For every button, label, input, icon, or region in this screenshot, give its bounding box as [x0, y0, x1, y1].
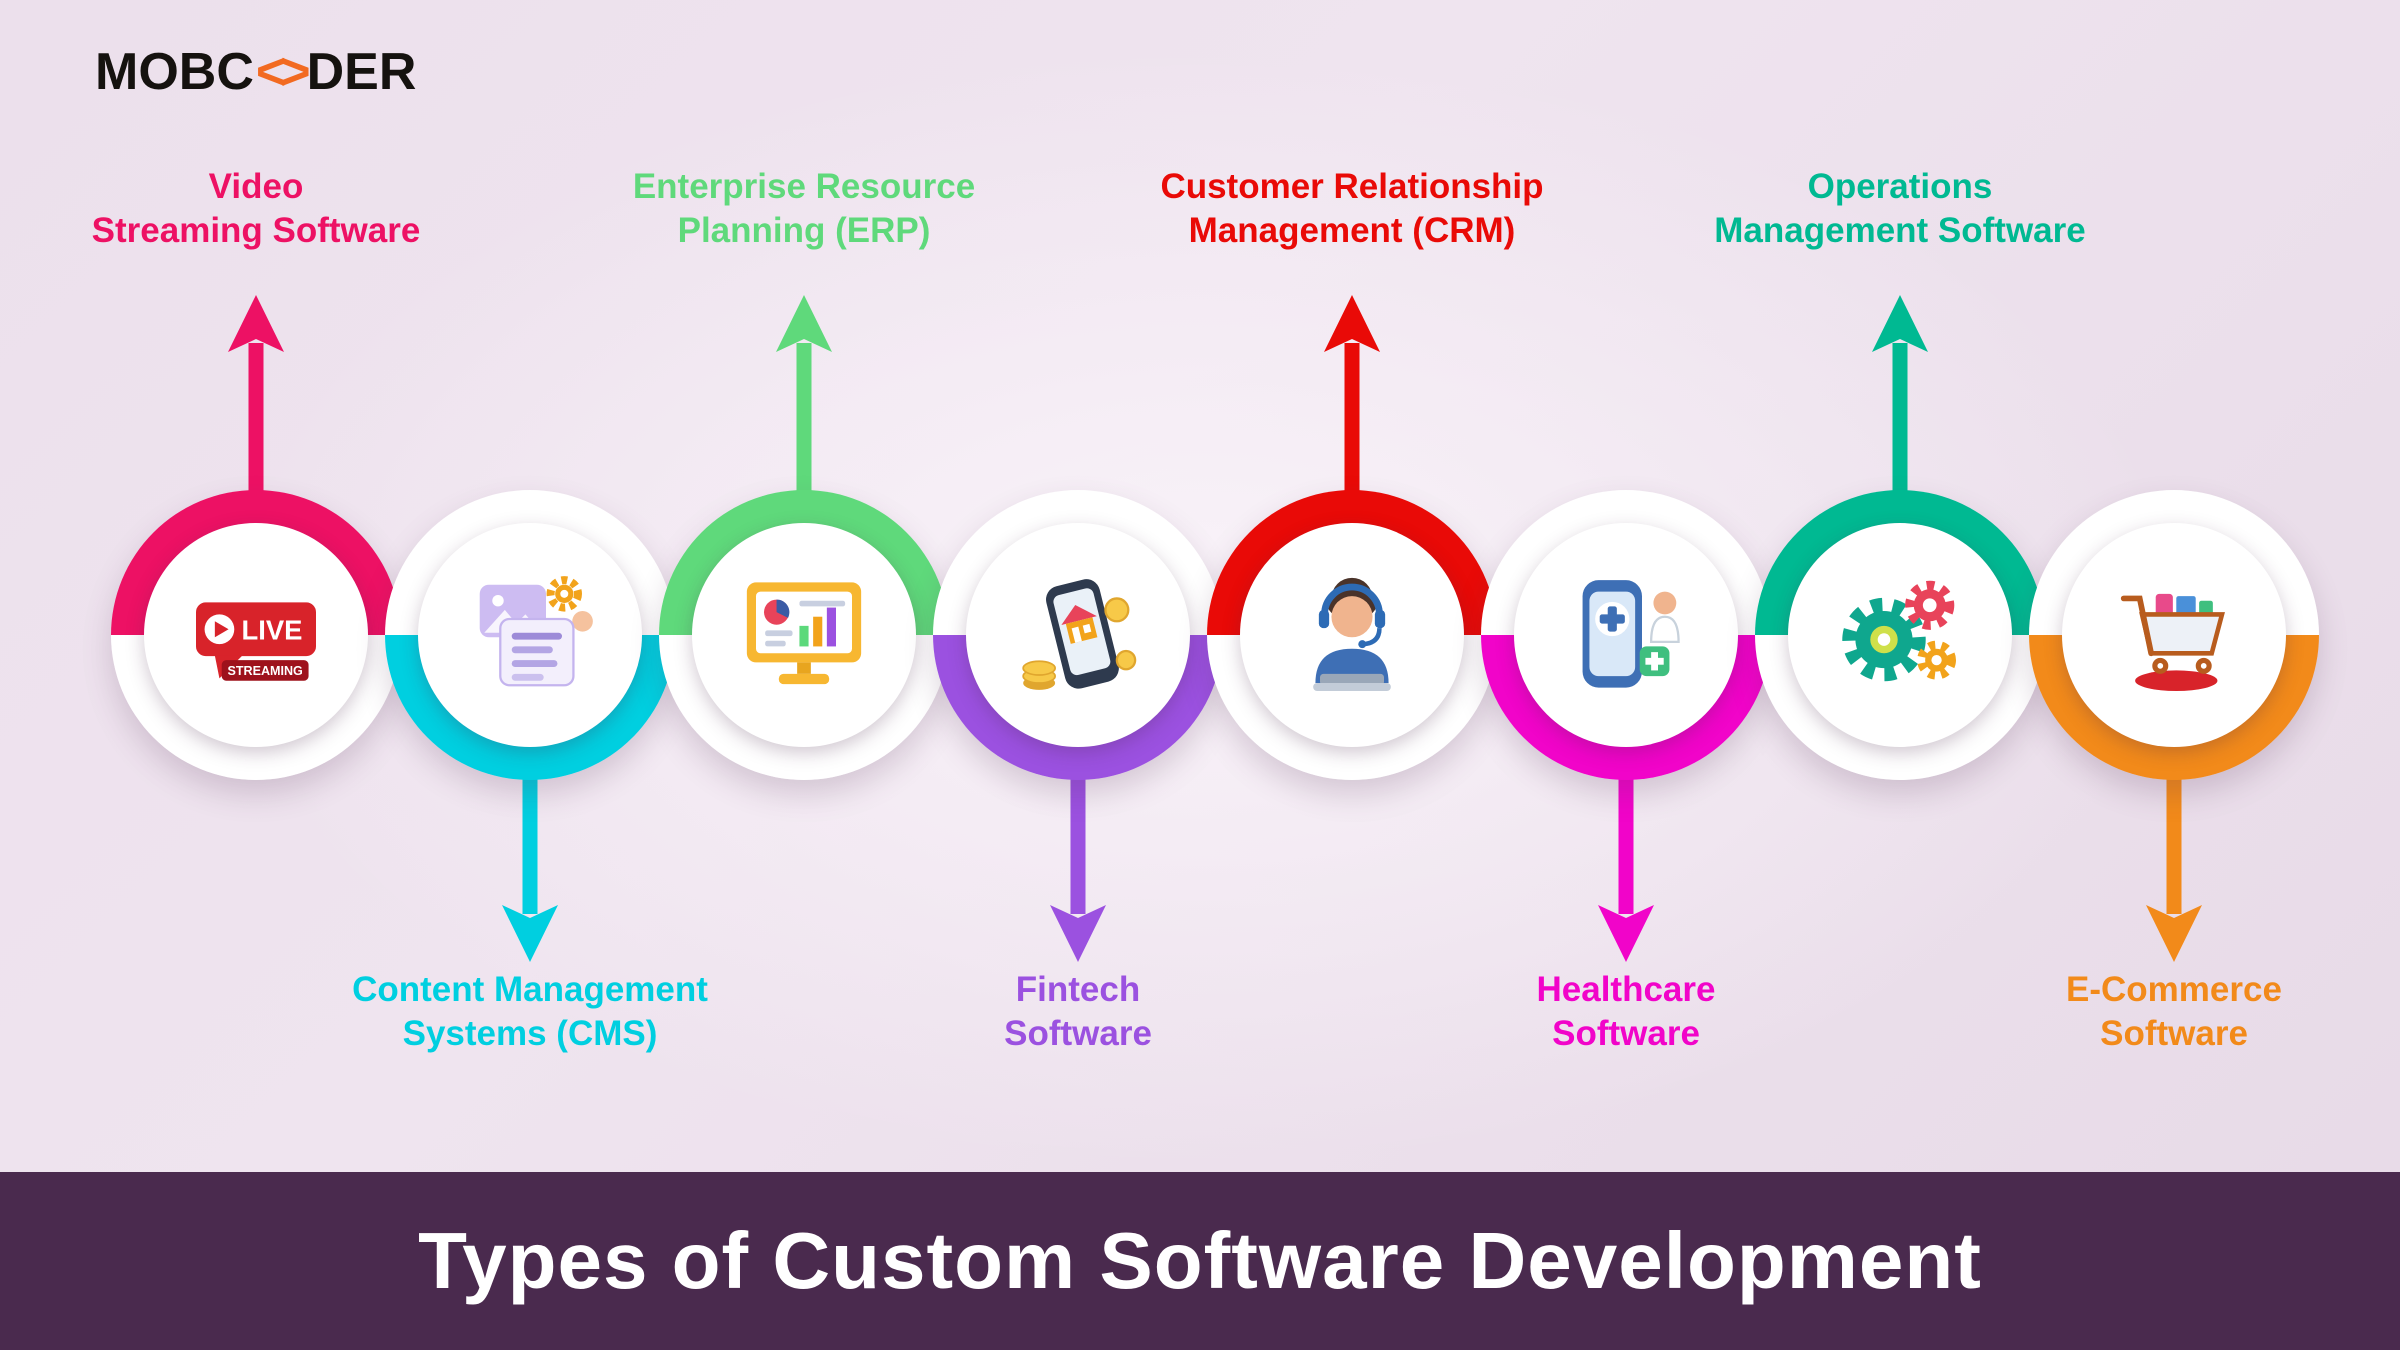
up-arrow-icon: [228, 295, 284, 505]
item-icon-wrap: [966, 523, 1190, 747]
svg-text:STREAMING: STREAMING: [227, 664, 302, 678]
crm-support-agent-icon: [1313, 577, 1391, 691]
fintech-phone-coins-icon: [1022, 579, 1137, 690]
item-icon-wrap: [1240, 523, 1464, 747]
code-brackets-icon: <>: [255, 43, 311, 101]
logo-text-right: DER: [306, 43, 417, 101]
item-ring: [1481, 490, 1771, 780]
item-ring: LIVE STREAMING: [111, 490, 401, 780]
item-icon-wrap: [2062, 523, 2286, 747]
cms-document-icon: [479, 576, 593, 687]
item-ring: [659, 490, 949, 780]
down-arrow-icon: [502, 772, 558, 962]
svg-text:LIVE: LIVE: [242, 615, 303, 646]
item-ring: [1755, 490, 2045, 780]
live-streaming-icon: LIVE STREAMING: [192, 598, 320, 681]
item-icon-wrap: [1788, 523, 2012, 747]
up-arrow-icon: [1872, 295, 1928, 505]
page-title: Types of Custom Software Development: [418, 1216, 1982, 1305]
logo-text-left: MOBC: [95, 43, 254, 101]
healthcare-app-icon: [1582, 580, 1680, 688]
item-ring: [933, 490, 1223, 780]
mobcoder-logo: MOBC<>DER: [95, 42, 416, 102]
item-icon-wrap: [418, 523, 642, 747]
item-icon-wrap: [692, 523, 916, 747]
down-arrow-icon: [1598, 772, 1654, 962]
up-arrow-icon: [776, 295, 832, 505]
item-ring: [1207, 490, 1497, 780]
shopping-cart-icon: [2120, 593, 2225, 691]
down-arrow-icon: [1050, 772, 1106, 962]
item-icon-wrap: LIVE STREAMING: [144, 523, 368, 747]
erp-dashboard-icon: [746, 582, 862, 685]
down-arrow-icon: [2146, 772, 2202, 962]
item-icon-wrap: [1514, 523, 1738, 747]
title-banner: Types of Custom Software Development: [0, 1172, 2400, 1350]
up-arrow-icon: [1324, 295, 1380, 505]
item-ring: [2029, 490, 2319, 780]
gears-icon: [1842, 580, 1956, 682]
item-ring: [385, 490, 675, 780]
